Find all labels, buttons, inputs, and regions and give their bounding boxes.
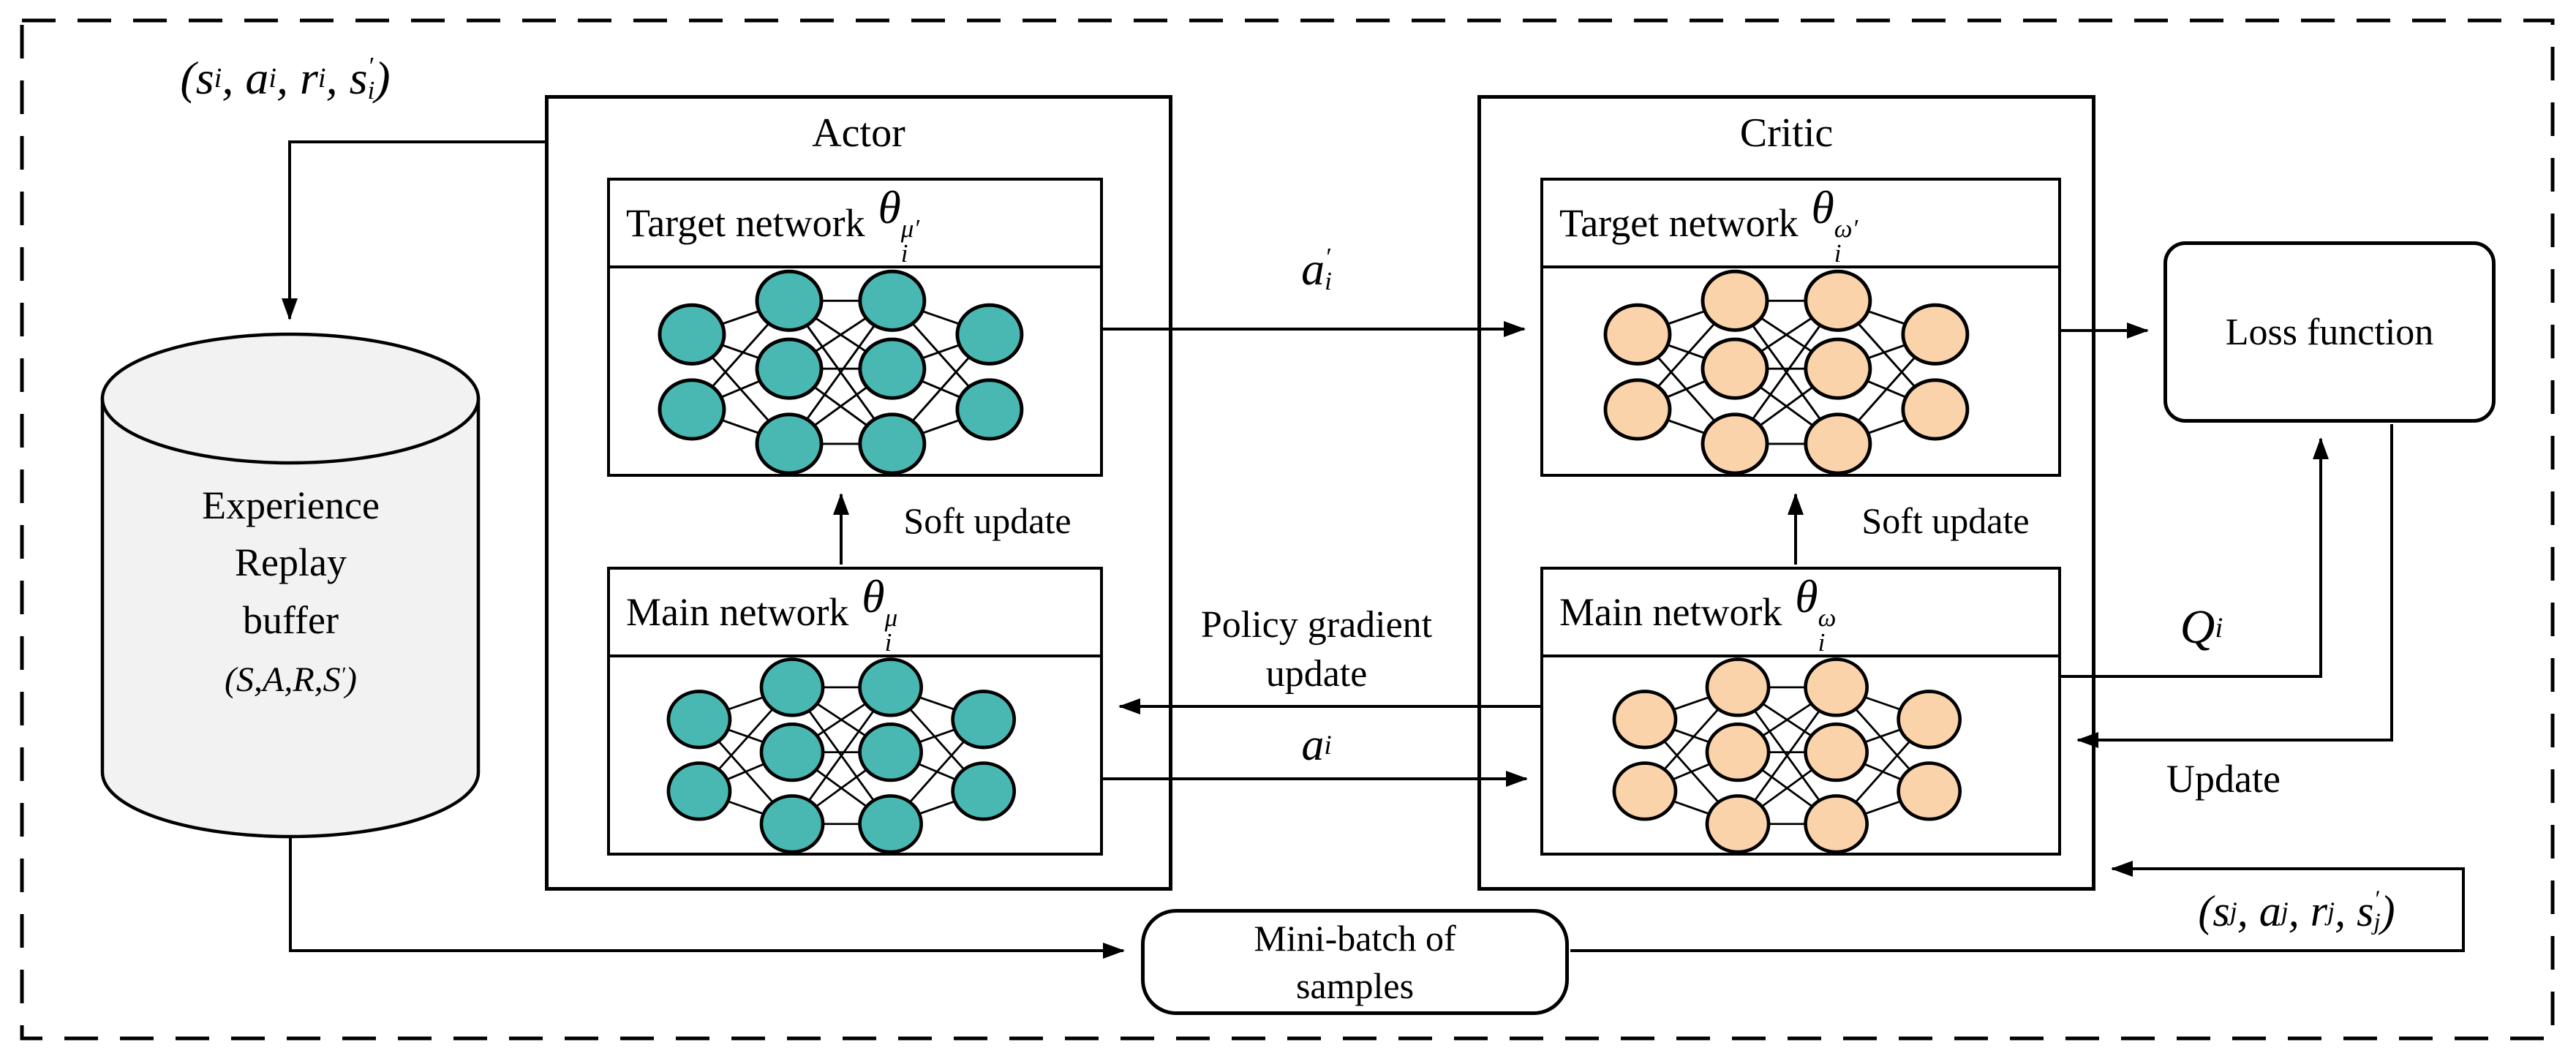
critic-title: Critic	[1739, 110, 1834, 156]
policy-gradient-update-label: Policy gradient update	[1148, 601, 1485, 698]
neuron-node	[1804, 657, 1869, 717]
neuron-node	[1603, 303, 1672, 366]
neuron-node	[759, 794, 825, 853]
next-action-label: a′i	[1301, 242, 1332, 295]
neuron-node	[858, 269, 927, 332]
policy-gradient-line-1: Policy gradient	[1200, 604, 1433, 646]
buffer-tuple: (S,A,R,S′)	[225, 660, 357, 699]
minibatch-line-2: samples	[1295, 965, 1415, 1006]
policy-gradient-line-2: update	[1265, 652, 1368, 695]
minibatch-box: Mini-batch of samples	[1141, 909, 1569, 1015]
loss-function-box: Loss function	[2163, 241, 2496, 423]
critic-target-network-label: Target network	[1559, 200, 1799, 245]
critic-main-network-label: Main network	[1559, 589, 1782, 634]
update-label: Update	[2166, 757, 2281, 801]
neuron-node	[1804, 337, 1872, 400]
critic-box	[1477, 95, 2095, 891]
actor-box	[545, 95, 1172, 891]
neuron-node	[666, 761, 732, 821]
experience-replay-buffer-label: Experience Replay buffer (S,A,R,S′)	[117, 477, 464, 705]
neuron-node	[1612, 690, 1678, 750]
neuron-node	[658, 303, 726, 366]
edge-q-to-loss	[2061, 437, 2329, 678]
neuron-node	[755, 412, 824, 474]
neuron-node	[858, 337, 927, 400]
buffer-line-1: Experience	[202, 483, 380, 527]
neuron-node	[955, 378, 1024, 441]
neuron-node	[759, 722, 825, 782]
neuron-node	[1804, 412, 1872, 474]
neuron-node	[1897, 690, 1962, 750]
actor-main-neural-network	[666, 657, 1017, 853]
actor-main-network-label: Main network	[626, 589, 849, 634]
neuron-node	[1804, 794, 1869, 853]
neuron-node	[1897, 761, 1962, 821]
edge-experience-to-buffer	[282, 140, 545, 320]
neuron-node	[951, 761, 1017, 821]
experience-replay-cylinder	[100, 332, 481, 839]
outer-dashed-border	[20, 18, 2555, 1041]
neuron-node	[1701, 269, 1769, 332]
actor-title: Actor	[812, 110, 905, 156]
edge-minibatch-to-critic	[1570, 861, 2465, 952]
neuron-node	[666, 690, 732, 750]
neuron-node	[858, 657, 923, 717]
neuron-node	[755, 269, 824, 332]
neuron-node	[1705, 722, 1771, 782]
neuron-node	[755, 337, 824, 400]
critic-soft-update-label: Soft update	[1861, 500, 2030, 541]
neuron-node	[951, 690, 1017, 750]
neuron-node	[1901, 378, 1970, 441]
minibatch-line-1: Mini-batch of	[1254, 917, 1456, 959]
neuron-node	[1804, 269, 1872, 332]
edge-buffer-to-minibatch	[289, 838, 1125, 959]
neuron-node	[858, 722, 923, 782]
neuron-node	[658, 378, 726, 441]
neuron-node	[759, 657, 825, 717]
neuron-node	[858, 412, 927, 474]
neuron-node	[1603, 378, 1672, 441]
edge-loss-update-to-critic	[2076, 424, 2393, 748]
actor-target-network-label: Target network	[626, 200, 865, 245]
neuron-node	[858, 794, 923, 853]
neuron-node	[1901, 303, 1970, 366]
neuron-node	[1705, 657, 1771, 717]
critic-main-neural-network	[1612, 657, 1962, 853]
neuron-node	[1705, 794, 1771, 853]
neuron-node	[1804, 722, 1869, 782]
buffer-line-3: buffer	[243, 597, 339, 642]
buffer-line-2: Replay	[235, 540, 347, 585]
neuron-node	[1701, 412, 1769, 474]
critic-target-neural-network	[1603, 269, 1970, 474]
actor-target-neural-network	[658, 269, 1024, 474]
loss-function-label: Loss function	[2225, 311, 2434, 353]
neuron-node	[955, 303, 1024, 366]
neuron-node	[1612, 761, 1678, 821]
neuron-node	[1701, 337, 1769, 400]
actor-soft-update-label: Soft update	[903, 500, 1072, 541]
